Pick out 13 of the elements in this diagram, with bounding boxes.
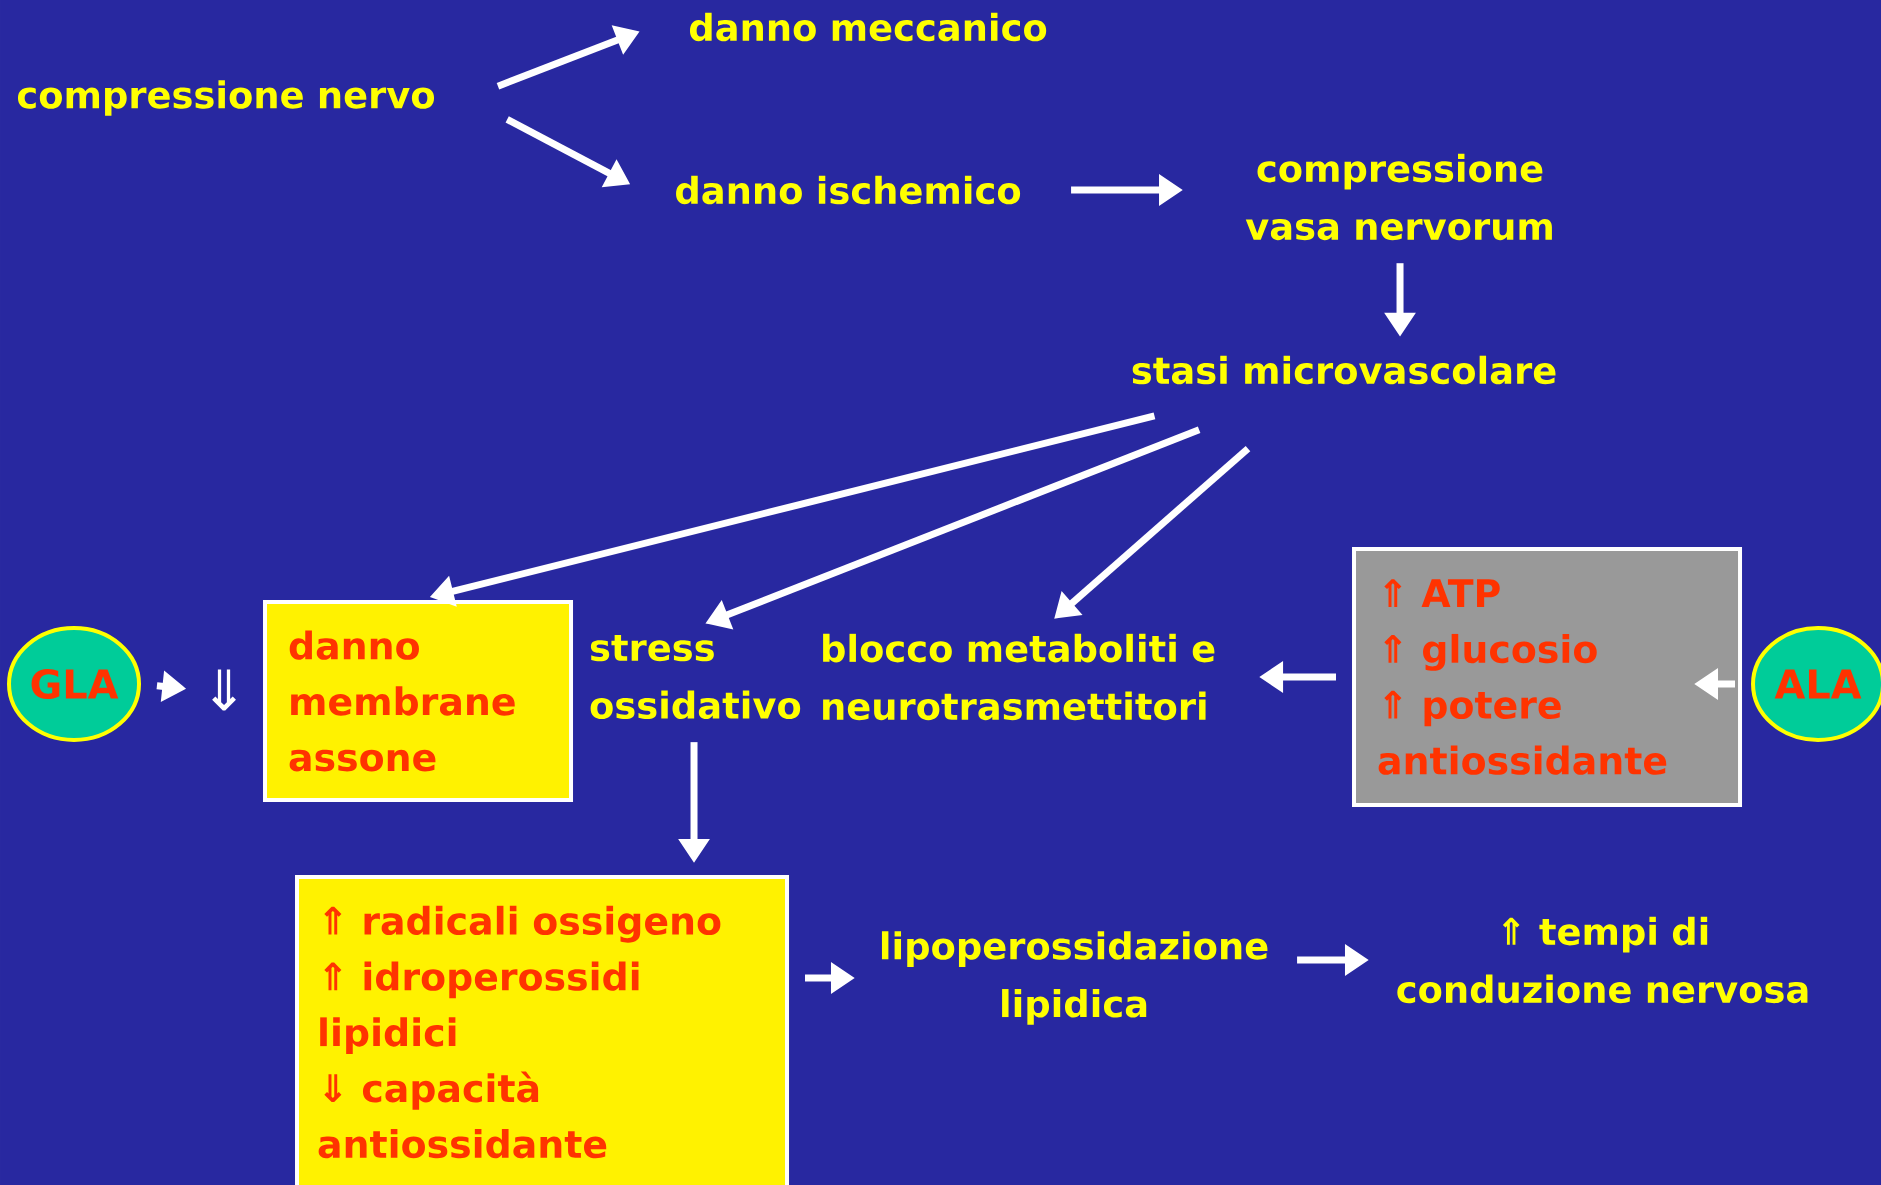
flow-text: lipoperossidazione lipidica [881, 931, 1268, 1025]
flow-text: stress ossidativo [590, 634, 801, 720]
down-arrow-symbol: ⇓ [212, 669, 236, 711]
flow-text: stasi microvascolare [1132, 355, 1556, 385]
effect-box: ⇑ radicali ossigeno ⇑ idroperossidi lipidici ⇓ capacità antiossidante [295, 875, 789, 1185]
effect-box: danno membrane assone [263, 600, 573, 802]
effect-box: ⇑ ATP ⇑ glucosio ⇑ potere antiossidante [1352, 547, 1743, 807]
flow-text: danno meccanico [689, 12, 1047, 42]
flow-text: ⇑ tempi di conduzione nervosa [1397, 916, 1808, 1004]
flow-text: compressione vasa nervorum [1245, 153, 1552, 241]
flow-text: danno ischemico [676, 175, 1021, 205]
flow-text: blocco metaboliti e neurotrasmettitori [823, 633, 1215, 721]
flow-text: compressione nervo [17, 80, 435, 116]
